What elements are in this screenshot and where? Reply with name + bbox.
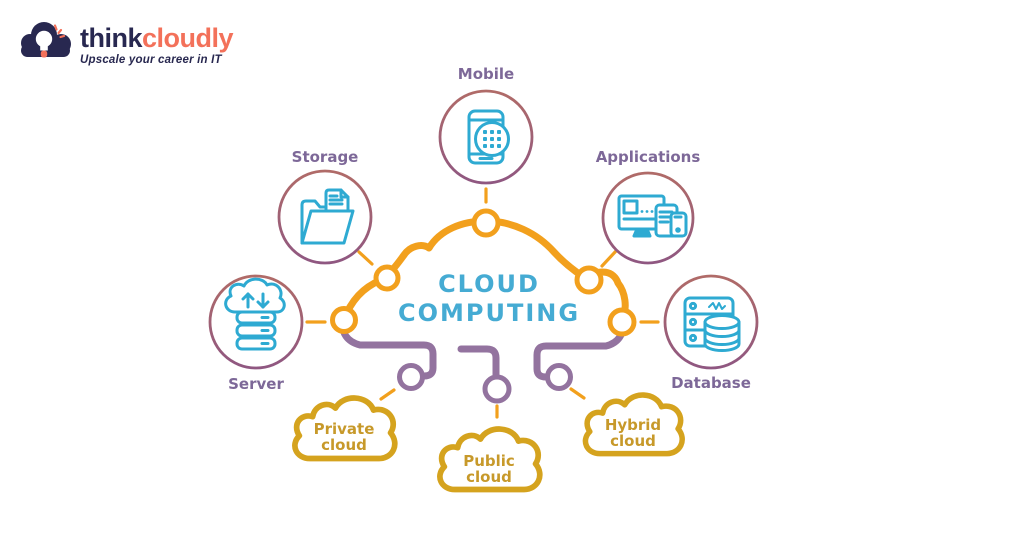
satellite-storage: Storage <box>277 148 373 265</box>
central-cloud-bottom-right <box>533 317 627 381</box>
node-private <box>397 363 425 391</box>
applications-label: Applications <box>596 148 701 166</box>
deployment-clouds: Private cloud Public cloud Hybrid cloud <box>292 392 685 493</box>
database-icon <box>683 296 741 352</box>
private-cloud-label-line1: Private <box>314 420 375 438</box>
central-cloud: CLOUD COMPUTING <box>330 208 637 404</box>
thinkcloudly-logo: thinkcloudly Upscale your career in IT <box>14 20 274 78</box>
connector-dashes <box>305 187 660 419</box>
brand-tagline: Upscale your career in IT <box>80 54 222 66</box>
db-cylinder <box>703 314 741 352</box>
public-cloud-shape <box>437 426 543 493</box>
database-label: Database <box>671 374 751 392</box>
hybrid-cloud-label-line1: Hybrid <box>605 416 661 434</box>
server-ring <box>208 274 304 370</box>
mobile-ring <box>438 89 534 185</box>
hybrid-cloud-label-line2: cloud <box>610 432 656 450</box>
node-top <box>471 208 501 238</box>
satellite-applications: Applications <box>596 148 701 265</box>
database-ring <box>663 274 759 370</box>
dash-hybrid-cloud <box>569 387 586 400</box>
satellite-database: Database <box>663 274 759 392</box>
mobile-icon <box>467 109 510 165</box>
central-cloud-bottom-left <box>339 316 437 380</box>
lightbulb-icon <box>35 30 53 58</box>
satellite-mobile: Mobile <box>438 65 534 185</box>
cloud-title-line2: COMPUTING <box>398 299 580 327</box>
folder-icon <box>300 188 355 245</box>
satellite-server: Server <box>208 274 304 393</box>
mobile-label: Mobile <box>458 65 514 83</box>
brand-cloudly: cloudly <box>142 23 234 53</box>
private-cloud-label-line2: cloud <box>321 436 367 454</box>
node-hybrid <box>545 363 573 391</box>
applications-ring <box>601 171 695 265</box>
cloud-title-line1: CLOUD <box>438 270 540 298</box>
node-upper-right <box>574 265 604 295</box>
app-grid-dots <box>483 130 501 148</box>
devices-icon <box>617 194 688 238</box>
central-cloud-bottom-middle <box>457 345 500 381</box>
cloud-server-icon <box>224 277 286 351</box>
cloud-edge-nodes <box>330 208 637 404</box>
dash-storage <box>357 250 374 266</box>
hybrid-cloud-shape <box>582 392 685 457</box>
node-public <box>482 374 512 404</box>
server-label: Server <box>228 375 284 393</box>
node-upper-left <box>373 264 401 292</box>
node-left <box>330 306 358 334</box>
private-cloud-shape <box>292 395 398 462</box>
node-right <box>607 307 637 337</box>
dash-private-cloud <box>379 388 396 401</box>
public-cloud-label-line2: cloud <box>466 468 512 486</box>
dash-applications <box>600 249 618 268</box>
storage-label: Storage <box>292 148 359 166</box>
lightbulb-cloud-logo-icon <box>21 22 71 58</box>
brand-name: thinkcloudly <box>80 23 234 53</box>
spark-rays-icon <box>53 24 66 39</box>
public-cloud-label-line1: Public <box>463 452 515 470</box>
brand-think: think <box>80 23 143 53</box>
storage-ring <box>277 169 373 265</box>
